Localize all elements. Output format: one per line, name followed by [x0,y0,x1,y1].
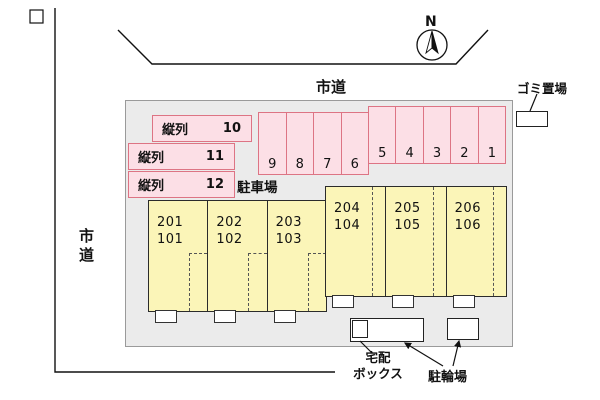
unit-label: 203 103 [268,201,326,249]
unit-number-upper: 201 [157,215,184,230]
tandem-stall-label: 縦列 [138,151,165,166]
tandem-stall-12: 縦列 12 [128,171,235,198]
bicycle-parking-rect-right [447,318,479,340]
garbage-area-label: ゴミ置場 [517,81,568,96]
stall-number: 9 [268,157,277,172]
unit-number-upper: 202 [216,215,243,230]
balcony-dashed-line [188,252,208,311]
stall-number: 2 [460,146,469,161]
parking-stall: 2 [450,106,479,164]
entry-porch [273,310,296,323]
unit-label: 201 101 [149,201,207,249]
tandem-stall-label: 縦列 [162,123,189,138]
compass-circle [416,29,448,61]
parking-stall: 5 [368,106,397,164]
tandem-stall-10: 縦列 10 [152,115,252,142]
building-left: 201 101 202 102 203 103 [148,200,327,323]
tandem-stall-number: 10 [222,121,241,136]
unit-number-lower: 104 [334,217,361,233]
tandem-stall-label: 縦列 [138,179,165,194]
stall-number: 5 [378,146,387,161]
stall-number: 1 [487,146,496,161]
bicycle-parking-label: 駐輪場 [428,370,468,385]
entry-porch [452,295,475,308]
tandem-stall-number: 12 [205,177,224,192]
unit-number-lower: 105 [394,217,421,233]
north-label: N [425,14,437,30]
tandem-stall-number: 11 [205,149,224,164]
unit-number-lower: 106 [454,217,481,233]
entry-porch [155,310,177,323]
unit-number-upper: 205 [394,201,421,216]
unit-number-lower: 101 [157,231,184,247]
balcony-dashed-line [248,252,267,311]
unit-number-upper: 203 [275,215,302,230]
entry-porch [214,310,237,323]
delivery-box-label-line2: ボックス [353,366,403,382]
unit-dashed-partition [493,187,495,296]
building-unit-203: 203 103 [266,201,326,323]
unit-label: 206 106 [447,187,506,235]
parking-stall-row-9-6: 9 8 7 6 [258,112,369,175]
entry-porch [332,295,354,308]
garbage-area-box [516,111,548,127]
compass-needle-east [431,30,439,55]
stall-number: 6 [350,157,359,172]
parking-stall: 7 [313,112,342,175]
balcony-dashed-line [307,252,326,311]
parking-stall: 4 [395,106,424,164]
bicycle-parking-rect-left [350,318,424,342]
stall-number: 7 [323,157,332,172]
unit-dashed-partition [372,187,374,296]
compass-needle-west [425,30,433,55]
building-unit-204: 204 104 [326,187,385,308]
parking-stall: 1 [477,106,507,164]
entry-porch [392,295,415,308]
unit-label: 202 102 [208,201,266,249]
building-unit-202: 202 102 [207,201,267,323]
unit-dashed-partition [432,187,434,296]
stall-number: 8 [295,157,304,172]
delivery-box-label: 宅配 ボックス [350,350,406,383]
unit-label: 204 104 [326,187,385,235]
tandem-stall-11: 縦列 11 [128,143,235,170]
building-unit-205: 205 105 [385,187,445,308]
delivery-box-label-line1: 宅配 [365,350,391,365]
stall-number: 3 [432,146,442,161]
parking-stall: 8 [285,112,314,175]
top-road-line [117,29,489,65]
building-unit-206: 206 106 [445,187,506,308]
road-label-left: 市道 [77,228,95,266]
unit-number-upper: 206 [454,201,481,216]
unit-number-upper: 204 [334,201,361,216]
parking-stall: 3 [422,106,452,164]
parking-stall-row-5-1: 5 4 3 2 1 [368,106,507,164]
stall-number: 4 [405,146,414,161]
building-unit-201: 201 101 [149,201,208,323]
unit-label: 205 105 [386,187,445,235]
delivery-box-rect [352,320,368,338]
parking-stall: 9 [258,112,287,175]
building-right: 204 104 205 105 206 106 [325,186,507,308]
road-label-top: 市道 [316,78,347,96]
unit-number-lower: 103 [275,231,302,247]
parking-stall: 6 [340,112,369,175]
parking-lot-label: 駐車場 [237,180,278,196]
north-compass: N [416,14,448,61]
boundary-marker-square [29,9,44,24]
unit-number-lower: 102 [216,231,243,247]
